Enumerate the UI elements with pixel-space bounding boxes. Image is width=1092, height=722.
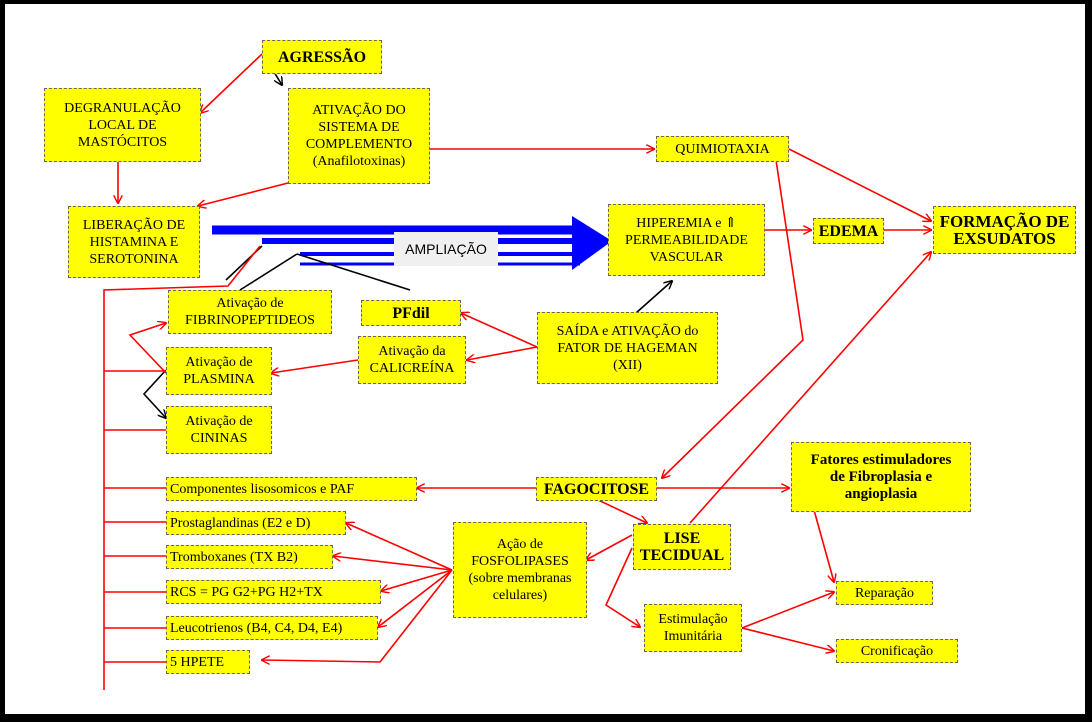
link-fosfolipases-tromboxanes [333,556,453,571]
node-estimulacao: Estimulação Imunitária [644,604,742,652]
link-complemento-liberacao [198,182,289,206]
node-ativacao-complemento: ATIVAÇÃO DO SISTEMA DE COMPLEMENTO (Anaf… [288,88,430,184]
link-fosfolipases-prostaglandinas [346,523,453,571]
link-calicreina-plasmina [271,359,359,373]
node-fibrinopeptideos: Ativação de FIBRINOPEPTIDEOS [168,290,332,334]
node-rcs: RCS = PG G2+PG H2+TX [166,580,381,604]
node-quimiotaxia: QUIMIOTAXIA [656,136,789,162]
link-ampliacao-fibrino-2 [239,253,298,291]
link-hageman-hiperemia [635,281,672,314]
link-estimulacao-cronificacao [741,627,834,651]
node-edema: EDEMA [813,218,884,244]
node-reparacao: Reparação [836,581,933,605]
link-hageman-pfdil [461,313,538,348]
link-hageman-calicreina [467,346,538,360]
node-calicreina: Ativação da CALICREÍNA [358,336,466,384]
node-fagocitose: FAGOCITOSE [536,477,657,501]
node-agressao: AGRESSÃO [262,40,382,74]
link-quimiotaxia-fagocitose [662,159,804,478]
link-lise-estimulacao [604,547,640,627]
node-plasmina: Ativação de PLASMINA [166,347,272,395]
link-ampliacao-pfdil [296,253,411,291]
node-pfdil: PFdil [361,300,461,326]
node-fatores-fibroplasia: Fatores estimuladores de Fibroplasia e a… [791,442,971,512]
node-cronificacao: Cronificação [836,639,958,663]
link-lise-fosfolipases [586,534,633,560]
link-plasmina-fibrino [128,323,166,374]
link-fagocitose-lise [595,498,647,523]
link-fatores-reparacao [813,509,834,582]
link-fosfolipases-hpete [262,569,453,662]
node-prostaglandinas: Prostaglandinas (E2 e D) [166,511,346,535]
link-lise-exsudatos [689,252,931,524]
node-lise: LISE TECIDUAL [633,524,731,570]
link-quimiotaxia-exsudatos [788,148,931,221]
node-tromboxanes: Tromboxanes (TX B2) [166,545,333,569]
ampliacao-label: AMPLIAÇÃO [394,232,498,266]
link-fosfolipases-leucotrienos [378,569,453,627]
link-estimulacao-reparacao [741,592,834,629]
node-hiperemia: HIPEREMIA e ⇑ PERMEABILIDADE VASCULAR [608,204,765,276]
node-hpete: 5 HPETE [166,650,250,674]
node-componentes: Componentes lisosomicos e PAF [166,477,417,501]
link-fosfolipases-rcs [381,569,453,591]
node-degranulacao: DEGRANULAÇÃO LOCAL DE MASTÓCITOS [44,88,201,162]
node-leucotrienos: Leucotrienos (B4, C4, D4, E4) [166,616,378,640]
node-saida-hageman: SAÍDA e ATIVAÇÃO do FATOR DE HAGEMAN (XI… [537,312,718,384]
link-ampliacao-trunk [103,245,261,690]
node-fosfolipases: Ação de FOSFOLIPASES (sobre membranas ce… [453,522,587,618]
blue-arrow-head [572,216,612,270]
link-agressao-degranulacao [200,53,263,113]
link-plasmina-cininas [142,369,166,418]
node-liberacao: LIBERAÇÃO DE HISTAMINA E SEROTONINA [68,206,200,278]
node-exsudatos: FORMAÇÃO DE EXSUDATOS [933,206,1076,254]
node-cininas: Ativação de CININAS [166,406,272,454]
